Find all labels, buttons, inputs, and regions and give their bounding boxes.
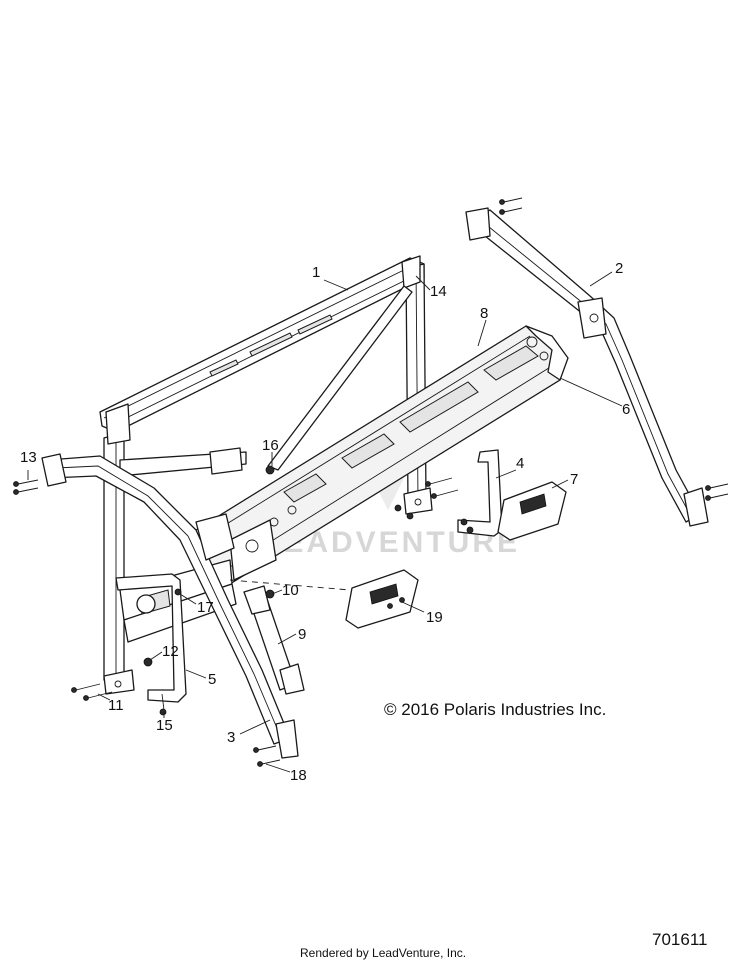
callout-4: 4 xyxy=(516,455,524,472)
part-2-right-hoop xyxy=(465,207,709,527)
copyright-notice: © 2016 Polaris Industries Inc. xyxy=(384,700,607,719)
callout-2: 2 xyxy=(615,260,623,277)
fasteners xyxy=(13,197,729,767)
callout-9: 9 xyxy=(298,626,306,643)
callout-8: 8 xyxy=(480,305,488,322)
callout-11: 11 xyxy=(108,697,124,714)
drawing-number: 701611 xyxy=(652,930,708,949)
part-1-rear-frame xyxy=(99,255,433,695)
part-19-reflector xyxy=(345,569,419,629)
callout-7: 7 xyxy=(570,471,578,488)
part-5-left-grab-handle xyxy=(115,573,187,703)
part-9-brace-strut xyxy=(243,585,305,695)
callout-5: 5 xyxy=(208,671,216,688)
callout-19: 19 xyxy=(426,609,443,626)
callout-15: 15 xyxy=(156,717,173,734)
callout-13: 13 xyxy=(20,449,37,466)
callout-16: 16 xyxy=(262,437,279,454)
part-4-right-grab-handle xyxy=(457,449,503,537)
part-7-reflector xyxy=(497,481,567,541)
callout-labels: 1 2 3 4 5 6 7 8 9 10 11 12 13 14 15 16 1… xyxy=(20,260,630,784)
callout-6: 6 xyxy=(622,401,630,418)
callout-14: 14 xyxy=(430,283,447,300)
leader-lines xyxy=(27,271,623,773)
part-3-left-hoop xyxy=(41,453,299,759)
callout-18: 18 xyxy=(290,767,307,784)
callout-10: 10 xyxy=(282,582,299,599)
callout-1: 1 xyxy=(312,264,320,281)
callout-17: 17 xyxy=(197,599,214,616)
callout-12: 12 xyxy=(162,643,179,660)
rendered-by-footer: Rendered by LeadVenture, Inc. xyxy=(300,946,467,960)
part-8-rear-panel xyxy=(191,325,569,585)
callout-3: 3 xyxy=(227,729,235,746)
